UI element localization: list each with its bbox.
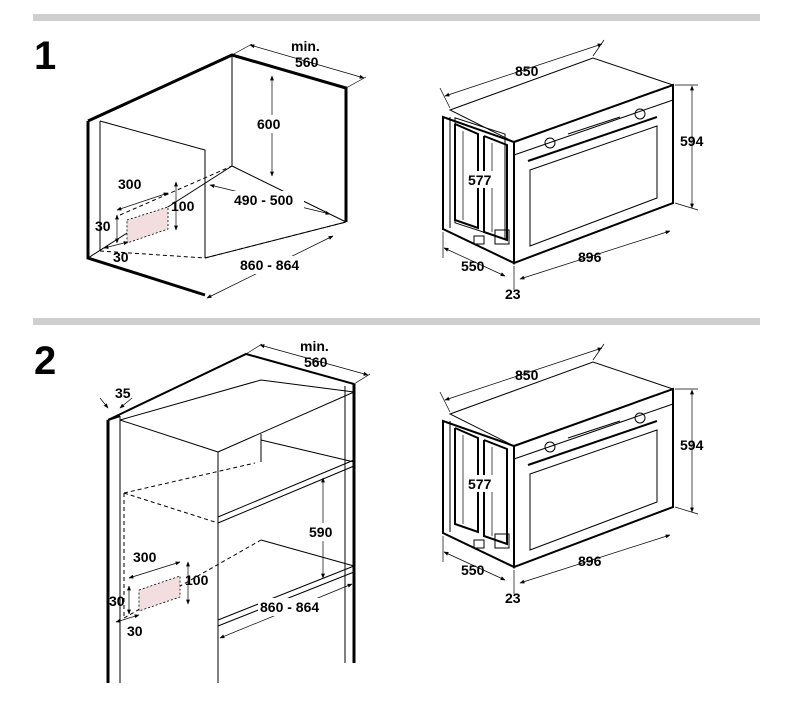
oven-1-drawing: 850 594 577 550 896 23 [439,39,704,302]
niche-2-height: 590 [309,524,333,540]
niche-1-drawing: min. 560 600 490 - 500 860 - 864 300 100… [86,38,367,299]
niche-2-min-label: min. [300,338,329,354]
niche-1-offset-horizontal: 30 [113,249,129,265]
section-2: 2 [34,338,704,683]
niche-1-cutout-height: 100 [171,198,195,214]
oven-2-depth: 550 [461,562,485,578]
niche-1-depth: 490 - 500 [234,192,293,208]
niche-1-cutout-width: 300 [118,176,142,192]
niche-2-offset-vertical: 30 [109,593,125,609]
niche-2-offset-horizontal: 30 [127,623,143,639]
oven-1-overall-width: 896 [578,249,602,265]
section-1: 1 min. 560 [34,34,704,302]
oven-2-drawing: 850 594 577 550 896 23 [439,343,704,606]
oven-2-front-depth: 23 [505,590,521,606]
oven-1-height: 594 [680,133,704,149]
niche-2-min-value: 560 [304,354,328,370]
oven-2-width: 850 [515,367,539,383]
section-2-number: 2 [34,339,56,383]
section-divider-top [33,14,760,21]
niche-1-min-label: min. [291,38,320,54]
niche-2-cutout-width: 300 [133,549,157,565]
niche-2-panel-thickness: 35 [115,385,131,401]
section-1-number: 1 [34,34,56,78]
oven-2-height: 594 [680,437,704,453]
oven-1-width: 850 [515,63,539,79]
niche-2-drawing: min. 560 35 590 860 - 864 300 100 30 [99,338,371,683]
oven-2-inner-height: 577 [468,476,492,492]
oven-1-depth: 550 [461,258,485,274]
niche-2-cutout-height: 100 [185,572,209,588]
oven-2-overall-width: 896 [578,553,602,569]
oven-1-inner-height: 577 [468,172,492,188]
section-divider-middle [33,318,760,325]
niche-1-min-value: 560 [295,54,319,70]
niche-1-width: 860 - 864 [240,257,299,273]
niche-2-width: 860 - 864 [260,599,319,615]
niche-1-offset-vertical: 30 [95,218,111,234]
oven-1-front-depth: 23 [505,286,521,302]
niche-1-height: 600 [257,116,281,132]
